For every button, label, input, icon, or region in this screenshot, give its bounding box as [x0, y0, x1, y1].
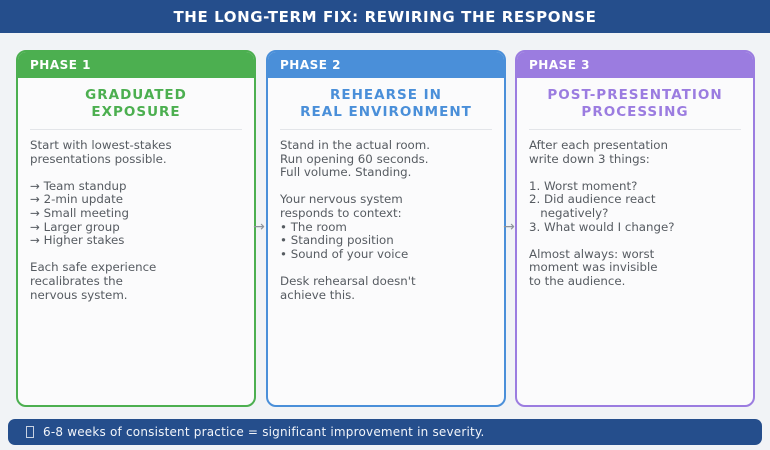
phase-3-header-strip: PHASE 3: [517, 52, 753, 78]
phase-1-header-strip: PHASE 1: [18, 52, 254, 78]
divider: [280, 129, 492, 130]
phase-1-card: PHASE 1 GRADUATED EXPOSURE Start with lo…: [16, 50, 256, 407]
phase-1-label: PHASE 1: [30, 58, 91, 72]
phase-3-card: PHASE 3 POST-PRESENTATION PROCESSING Aft…: [515, 50, 755, 407]
phase-2-title: REHEARSE IN REAL ENVIRONMENT: [300, 87, 472, 120]
phase-1-body-text: Start with lowest-stakes presentations p…: [30, 138, 172, 302]
phase-2-body-text: Stand in the actual room. Run opening 60…: [280, 138, 431, 302]
divider: [30, 129, 242, 130]
phase-3-title: POST-PRESENTATION PROCESSING: [547, 87, 723, 120]
phase-2-card: PHASE 2 REHEARSE IN REAL ENVIRONMENT Sta…: [266, 50, 506, 407]
arrow-right-icon: →: [503, 219, 515, 235]
footer-bar: 6-8 weeks of consistent practice = signi…: [8, 419, 762, 445]
page-title: THE LONG-TERM FIX: REWIRING THE RESPONSE: [173, 7, 597, 26]
footer-note: 6-8 weeks of consistent practice = signi…: [43, 425, 485, 439]
arrow-right-icon: →: [253, 219, 265, 235]
phase-3-body-text: After each presentation write down 3 thi…: [529, 138, 675, 288]
missing-glyph-icon: [26, 426, 34, 438]
phase-1-title: GRADUATED EXPOSURE: [85, 87, 187, 120]
phase-3-label: PHASE 3: [529, 58, 590, 72]
phase-2-label: PHASE 2: [280, 58, 341, 72]
divider: [529, 129, 741, 130]
header-bar: THE LONG-TERM FIX: REWIRING THE RESPONSE: [0, 0, 770, 33]
phase-2-header-strip: PHASE 2: [268, 52, 504, 78]
